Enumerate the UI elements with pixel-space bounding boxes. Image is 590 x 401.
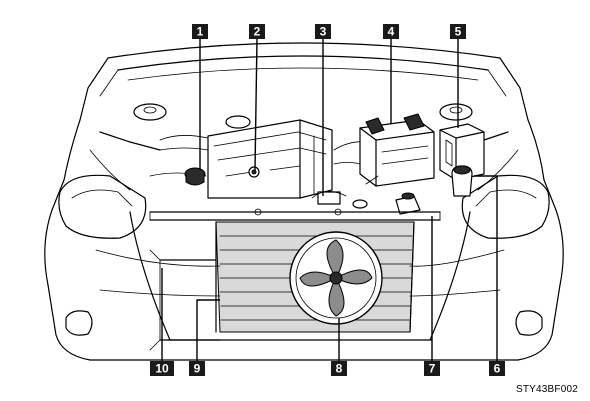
callout-3: 3 xyxy=(315,24,331,39)
callout-2-label: 2 xyxy=(254,25,261,39)
callout-10-label: 10 xyxy=(155,362,169,376)
fog-lights xyxy=(65,310,543,336)
strut-towers xyxy=(133,103,473,121)
left-headlight xyxy=(58,174,147,239)
callout-4: 4 xyxy=(383,24,399,39)
cooling-fan xyxy=(289,231,383,325)
front-bumper xyxy=(95,211,505,341)
callout-9: 9 xyxy=(189,361,205,376)
callout-8: 8 xyxy=(331,361,347,376)
callout-8-label: 8 xyxy=(336,362,343,376)
callout-6-label: 6 xyxy=(494,362,501,376)
hood xyxy=(79,42,529,121)
callout-6: 6 xyxy=(489,361,505,376)
callout-2: 2 xyxy=(249,24,265,39)
callout-5: 5 xyxy=(450,24,466,39)
fuse-box xyxy=(439,123,485,181)
callout-5-label: 5 xyxy=(455,25,462,39)
battery xyxy=(359,113,435,187)
callout-9-label: 9 xyxy=(194,362,201,376)
callout-1: 1 xyxy=(192,24,208,39)
callout-4-label: 4 xyxy=(388,25,395,39)
callout-3-label: 3 xyxy=(320,25,327,39)
washer-fluid-tank xyxy=(451,165,473,197)
engine xyxy=(149,115,369,199)
engine-oil-dipstick xyxy=(248,166,260,178)
figure-code: STY43BF002 xyxy=(515,384,578,395)
right-headlight xyxy=(461,174,550,239)
leader-6 xyxy=(474,175,498,362)
coolant-reservoir xyxy=(352,192,421,215)
radiator-support xyxy=(149,208,441,221)
callout-10: 10 xyxy=(150,361,174,376)
leader-2 xyxy=(254,37,258,171)
engine-oil-filler-cap xyxy=(184,167,206,186)
callout-7-label: 7 xyxy=(429,362,436,376)
callout-1-label: 1 xyxy=(197,25,204,39)
leader-lines xyxy=(161,37,498,362)
leader-9 xyxy=(196,299,220,362)
callout-7: 7 xyxy=(424,361,440,376)
